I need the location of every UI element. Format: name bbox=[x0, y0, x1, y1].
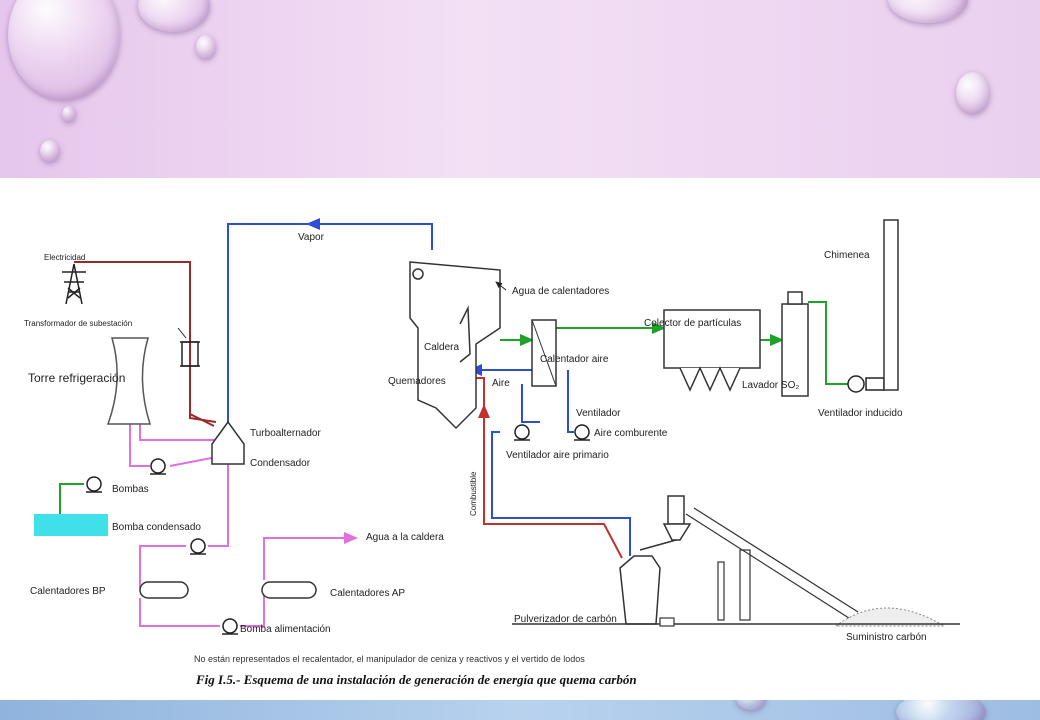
condensate-pipe bbox=[208, 464, 229, 547]
feedwater-pipe bbox=[240, 594, 265, 627]
label-colector-particulas: Colector de partículas bbox=[644, 318, 741, 329]
label-turboalternador: Turboalternador bbox=[250, 428, 321, 439]
power-plant-diagram: Electricidad Transformador de subestació… bbox=[0, 178, 1040, 700]
label-aire-comburente: Aire comburente bbox=[594, 428, 668, 439]
label-bomba-condensado: Bomba condensado bbox=[112, 522, 201, 533]
pulverizer-base bbox=[659, 617, 675, 627]
electric-line-turbine bbox=[189, 374, 215, 427]
label-agua-caldera: Agua a la caldera bbox=[366, 532, 444, 543]
particle-collector bbox=[663, 309, 761, 392]
cooling-water-pipe bbox=[129, 424, 150, 467]
label-chimenea: Chimenea bbox=[824, 250, 870, 261]
label-aire: Aire bbox=[492, 378, 510, 389]
label-bomba-alimentacion: Bomba alimentación bbox=[240, 624, 331, 635]
primary-air-fan bbox=[514, 424, 530, 441]
slide-header-background bbox=[0, 0, 1040, 178]
chimney bbox=[883, 219, 899, 391]
label-ventilador: Ventilador bbox=[576, 408, 621, 419]
condensate-pipe bbox=[139, 545, 186, 588]
air-pipe bbox=[491, 431, 631, 556]
low-pressure-heater bbox=[139, 581, 189, 599]
label-torre-refrigeracion: Torre refrigeración bbox=[28, 371, 125, 385]
water-drop-decoration bbox=[8, 0, 120, 100]
label-combustible: Combustible bbox=[469, 471, 478, 516]
label-calentadores-ap: Calentadores AP bbox=[330, 588, 405, 599]
forced-draft-fan bbox=[574, 424, 590, 441]
slide-footer-background bbox=[0, 700, 1040, 720]
condensate-pipe bbox=[139, 598, 220, 627]
makeup-water-pipe bbox=[59, 483, 84, 514]
label-bombas: Bombas bbox=[112, 484, 149, 495]
induced-draft-fan bbox=[847, 375, 885, 393]
pump-icon bbox=[190, 538, 206, 555]
pump-icon bbox=[150, 458, 166, 475]
cooling-water-pipe bbox=[139, 424, 222, 441]
water-drop-decoration bbox=[196, 35, 216, 59]
electricity-tower bbox=[62, 263, 86, 305]
pump-icon bbox=[222, 618, 238, 635]
label-vapor: Vapor bbox=[298, 232, 325, 243]
air-pipe bbox=[521, 384, 540, 423]
flue-gas-pipe bbox=[808, 301, 848, 385]
label-lavador-so2: Lavador SO₂ bbox=[742, 380, 799, 391]
label-pulverizador: Pulverizador de carbón bbox=[514, 614, 617, 625]
water-drop-decoration bbox=[888, 0, 968, 23]
label-suministro-carbon: Suministro carbón bbox=[846, 632, 927, 643]
water-drop-decoration bbox=[138, 0, 210, 32]
label-transformador: Transformador de subestación bbox=[24, 319, 132, 328]
water-drop-decoration bbox=[736, 700, 766, 710]
cooling-tower bbox=[106, 337, 152, 425]
high-pressure-heater bbox=[261, 581, 317, 599]
coal-conveyor bbox=[685, 507, 859, 621]
air-heater-diagonal bbox=[531, 319, 557, 387]
boiler bbox=[409, 261, 501, 430]
water-drop-decoration bbox=[896, 700, 986, 720]
pump-icon bbox=[86, 476, 102, 493]
coal-pulverizer bbox=[619, 495, 692, 625]
label-condensador: Condensador bbox=[250, 458, 311, 469]
air-pipe bbox=[567, 370, 574, 433]
label-electricidad: Electricidad bbox=[44, 253, 85, 262]
feedwater-pipe bbox=[263, 532, 358, 580]
water-drop-decoration bbox=[62, 106, 76, 122]
figure-caption: Fig I.5.- Esquema de una instalación de … bbox=[195, 672, 637, 687]
so2-scrubber bbox=[781, 291, 809, 397]
turboalternator bbox=[211, 420, 245, 465]
diagram-note: No están representados el recalentador, … bbox=[194, 654, 585, 664]
steam-pipe bbox=[227, 223, 433, 422]
water-drop-decoration bbox=[40, 140, 60, 162]
label-ventilador-aire-primario: Ventilador aire primario bbox=[506, 450, 609, 461]
label-agua-calentadores: Agua de calentadores bbox=[512, 286, 609, 297]
leader-line bbox=[495, 281, 507, 291]
cooling-water-pool bbox=[34, 514, 108, 536]
label-ventilador-inducido: Ventilador inducido bbox=[818, 408, 903, 419]
leader-line bbox=[177, 327, 187, 339]
water-drop-decoration bbox=[956, 72, 990, 114]
substation-transformer bbox=[180, 341, 200, 367]
coal-pile bbox=[834, 607, 946, 627]
label-quemadores: Quemadores bbox=[388, 376, 446, 387]
diagram-svg: Electricidad Transformador de subestació… bbox=[24, 218, 960, 687]
label-calentadores-bp: Calentadores BP bbox=[30, 586, 106, 597]
label-caldera: Caldera bbox=[424, 342, 459, 353]
fuel-pipe bbox=[476, 377, 623, 559]
label-calentador-aire: Calentador aire bbox=[540, 354, 609, 365]
